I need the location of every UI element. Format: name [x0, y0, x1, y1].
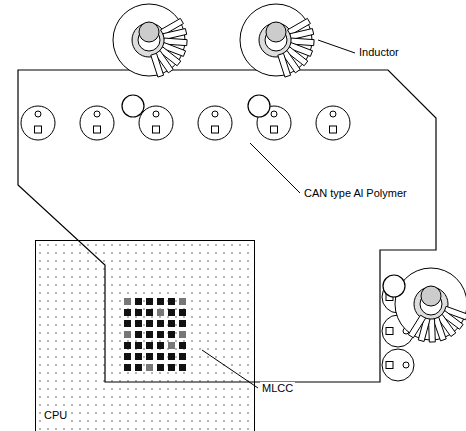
- capacitor-pin: [330, 111, 336, 117]
- capacitor-pin: [386, 362, 393, 369]
- mlcc-chip: [135, 320, 142, 327]
- mlcc-chip: [179, 298, 186, 305]
- cpu-pad-grid: [36, 241, 254, 431]
- inductor-lead: [139, 22, 159, 42]
- mlcc-chip: [157, 309, 164, 316]
- part-label: MLCC: [260, 382, 295, 395]
- part-label: CAN type Al Polymer: [302, 187, 409, 200]
- mlcc-chip: [168, 298, 175, 305]
- can-capacitor: [382, 349, 414, 381]
- board-outline: [18, 70, 436, 382]
- inductor-lead: [421, 286, 441, 306]
- capacitor-pin: [94, 111, 100, 117]
- capacitor-pin: [386, 328, 393, 335]
- mlcc-chip: [157, 298, 164, 305]
- capacitor-pin: [153, 126, 160, 133]
- can-capacitor: [80, 106, 114, 140]
- toroid-inductors: [113, 4, 466, 342]
- mlcc-chip: [135, 331, 142, 338]
- mlcc-chip: [124, 309, 131, 316]
- mlcc-chip: [179, 331, 186, 338]
- mlcc-chip: [179, 342, 186, 349]
- inductor-pin: [122, 95, 144, 117]
- inductor-pin: [248, 95, 270, 117]
- part-label: Inductor: [357, 46, 401, 59]
- mlcc-chip: [179, 364, 186, 371]
- mlcc-chip: [135, 353, 142, 360]
- mlcc-chip: [146, 320, 153, 327]
- leader-line: [202, 350, 258, 388]
- mlcc-chip: [146, 342, 153, 349]
- mlcc-chip: [146, 309, 153, 316]
- can-capacitor: [139, 106, 173, 140]
- mlcc-chip: [168, 320, 175, 327]
- mlcc-chip: [157, 320, 164, 327]
- winding: [408, 315, 425, 338]
- mlcc-chip: [179, 309, 186, 316]
- leader-line: [250, 143, 300, 193]
- mlcc-chip: [135, 309, 142, 316]
- mlcc-chip: [157, 364, 164, 371]
- capacitor-pin: [212, 111, 218, 117]
- capacitor-pin: [403, 362, 409, 368]
- capacitor-pin: [94, 126, 101, 133]
- inductor-lead: [266, 22, 286, 42]
- winding: [278, 53, 291, 77]
- capacitor-pin: [35, 126, 42, 133]
- mlcc-chip: [124, 342, 131, 349]
- capacitor-pin: [153, 111, 159, 117]
- capacitor-pin: [212, 126, 219, 133]
- mlcc-chip: [168, 342, 175, 349]
- can-capacitor: [316, 106, 350, 140]
- can-capacitors: [21, 106, 414, 381]
- mlcc-chip: [179, 320, 186, 327]
- capacitor-pin: [330, 126, 337, 133]
- mlcc-chip: [168, 331, 175, 338]
- mlcc-chip: [168, 309, 175, 316]
- mlcc-chip: [124, 353, 131, 360]
- mlcc-chip: [146, 353, 153, 360]
- cpu-label: CPU: [42, 409, 69, 422]
- leader-line: [318, 40, 355, 53]
- mlcc-chip: [135, 364, 142, 371]
- mlcc-chip: [146, 331, 153, 338]
- winding: [151, 53, 164, 77]
- mlcc-chip: [135, 342, 142, 349]
- mlcc-chip: [168, 364, 175, 371]
- mlcc-chip: [146, 298, 153, 305]
- mlcc-chip: [157, 353, 164, 360]
- can-capacitor: [198, 106, 232, 140]
- mlcc-chip: [157, 342, 164, 349]
- mlcc-chip: [179, 353, 186, 360]
- capacitor-pin: [271, 111, 277, 117]
- mlcc-chip: [168, 353, 175, 360]
- capacitor-pin: [271, 126, 278, 133]
- mlcc-chip: [124, 298, 131, 305]
- mlcc-chip: [124, 364, 131, 371]
- capacitor-pin: [35, 111, 41, 117]
- inductor-pin: [383, 275, 405, 297]
- mlcc-chip: [157, 331, 164, 338]
- mlcc-chip: [135, 298, 142, 305]
- mlcc-chip: [146, 364, 153, 371]
- mlcc-array: [124, 298, 186, 371]
- mlcc-chip: [124, 320, 131, 327]
- can-capacitor: [21, 106, 55, 140]
- cpu-package: CPU: [35, 240, 255, 431]
- mlcc-chip: [124, 331, 131, 338]
